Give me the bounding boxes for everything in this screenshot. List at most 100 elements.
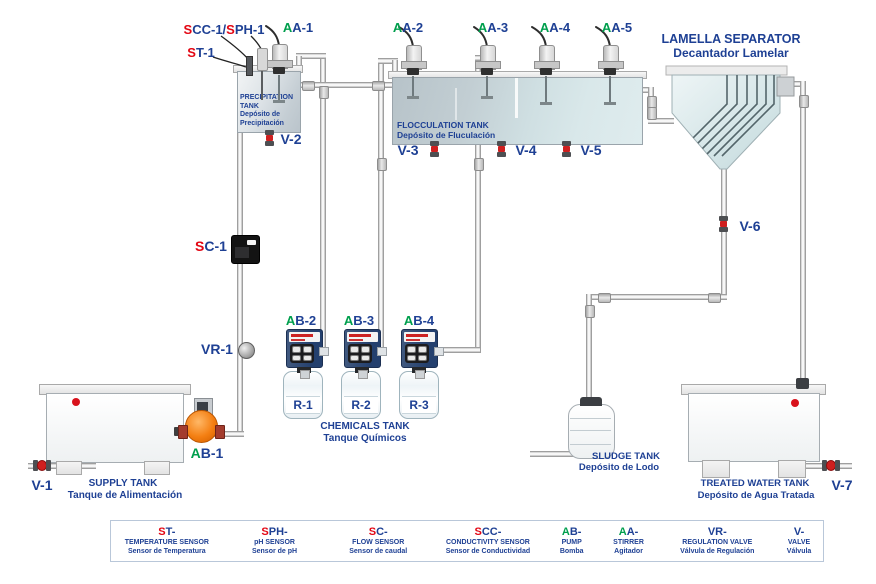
bottle-label: R-2 — [344, 396, 378, 414]
label-scc1-sph1: SCC-1/SPH-1 — [183, 22, 265, 37]
pump-ab1 — [174, 396, 228, 446]
pipe-flocc-inlet-stub-1 — [392, 60, 398, 74]
pump-head — [348, 344, 372, 363]
pipe-fitting — [598, 293, 611, 303]
pipe-treated-riser — [800, 81, 806, 387]
label-ab2: AB-2 — [285, 313, 317, 328]
label-v7: V-7 — [831, 477, 853, 493]
label-chemicals-tank: CHEMICALS TANK — [320, 421, 410, 432]
pump-volute — [185, 410, 218, 443]
pipe-lamella-inlet — [648, 118, 674, 124]
conductivity-ph-probe — [257, 48, 268, 71]
sludge-tank-cap — [580, 397, 602, 406]
stirrer-collar — [540, 68, 552, 75]
pipe-sludge-drop-1 — [721, 168, 727, 299]
flow-sensor-display-sc1 — [231, 235, 260, 264]
stirrer-collar — [481, 68, 493, 75]
flocculation-tank-label: FLOCCULATION TANK Depósito de Fluculació… — [397, 120, 496, 140]
pump-outlet — [434, 347, 444, 356]
stirrer-collar — [273, 67, 285, 74]
pipe-fitting — [799, 95, 809, 108]
label-lamella-title: LAMELLA SEPARATOR — [661, 32, 801, 46]
label-aa4: AA-4 — [539, 20, 571, 35]
label-v4: V-4 — [515, 142, 537, 158]
pump-head — [290, 344, 314, 363]
temperature-probe-st1 — [246, 56, 253, 76]
lamella-separator — [665, 65, 795, 170]
pipe-fitting — [647, 107, 657, 120]
pipe-chemical-riser-ab2 — [320, 56, 326, 352]
label-treated-tank: TREATED WATER TANK — [700, 478, 810, 489]
brand-logo — [791, 399, 799, 407]
brand-logo — [72, 398, 80, 406]
stirrer-collar — [604, 68, 616, 75]
label-supply-tank-es: Tanque de Alimentación — [67, 490, 183, 501]
water-streak — [455, 88, 457, 120]
label-aa5: AA-5 — [601, 20, 633, 35]
supply-tank-foot — [144, 461, 170, 475]
label-v6: V-6 — [739, 218, 761, 234]
pipe-sludge-horizontal — [586, 294, 727, 300]
pump-sticker — [404, 332, 435, 342]
dosing-pump-ab3 — [344, 329, 387, 379]
label-supply-tank: SUPPLY TANK — [88, 478, 158, 489]
pipe-chemical-top-ab2 — [296, 53, 326, 59]
label-sludge-tank: SLUDGE TANK — [592, 451, 660, 462]
valve-v3 — [430, 141, 439, 157]
valve-v4 — [497, 141, 506, 157]
flocculation-divider — [515, 78, 518, 118]
pump-flange — [178, 425, 188, 439]
pipe-lamella-outlet — [792, 81, 806, 87]
pipe-chemical-riser-ab3 — [378, 60, 384, 352]
pipe-fitting — [372, 81, 385, 91]
treated-water-tank — [688, 393, 820, 462]
pump-sticker — [289, 332, 320, 342]
label-aa1: AA-1 — [282, 20, 314, 35]
pipe-chemical-riser-ab4 — [475, 57, 481, 353]
pump-outlet — [319, 347, 329, 356]
pump-flange — [215, 425, 225, 439]
bottle-label: R-3 — [402, 396, 436, 414]
label-ab1: AB-1 — [190, 445, 224, 461]
pipe-treated-drain — [782, 463, 852, 469]
label-ab3: AB-3 — [343, 313, 375, 328]
sludge-tank-rib — [570, 430, 611, 431]
sludge-tank-rib — [570, 418, 611, 419]
pipe-fitting — [302, 81, 315, 91]
pump-sticker — [347, 332, 378, 342]
label-sludge-tank-es: Depósito de Lodo — [578, 462, 660, 473]
label-v3: V-3 — [397, 142, 419, 158]
label-sc1: SC-1 — [195, 238, 227, 254]
pump-stem — [300, 370, 310, 379]
pipe-supply-riser — [237, 129, 243, 437]
dosing-pump-ab2 — [286, 329, 329, 379]
label-v5: V-5 — [580, 142, 602, 158]
pipe-ab4-outlet — [436, 347, 480, 353]
label-lamella-subtitle: Decantador Lamelar — [673, 46, 789, 60]
chemical-bottle-r1: R-1 — [283, 371, 323, 419]
sludge-tank-rib — [570, 444, 611, 445]
label-v1: V-1 — [31, 477, 53, 493]
label-treated-tank-es: Depósito de Agua Tratada — [697, 490, 815, 501]
pump-inlet-fitting — [174, 427, 181, 436]
pipe-fitting — [708, 293, 721, 303]
pipe-pump-outlet — [214, 431, 244, 437]
bottle-label: R-1 — [286, 396, 320, 414]
valve-v5 — [562, 141, 571, 157]
valve-v7 — [822, 460, 840, 471]
pipe-precip-inlet-stub — [296, 56, 302, 72]
label-ab4: AB-4 — [403, 313, 435, 328]
chemical-bottle-r2: R-2 — [341, 371, 381, 419]
label-v2: V-2 — [280, 131, 302, 147]
label-aa3: AA-3 — [477, 20, 509, 35]
label-vr1: VR-1 — [201, 341, 233, 357]
label-aa2: AA-2 — [392, 20, 424, 35]
label-chemicals-tank-es: Tanque Químicos — [323, 433, 407, 444]
supply-tank-foot — [56, 461, 82, 475]
